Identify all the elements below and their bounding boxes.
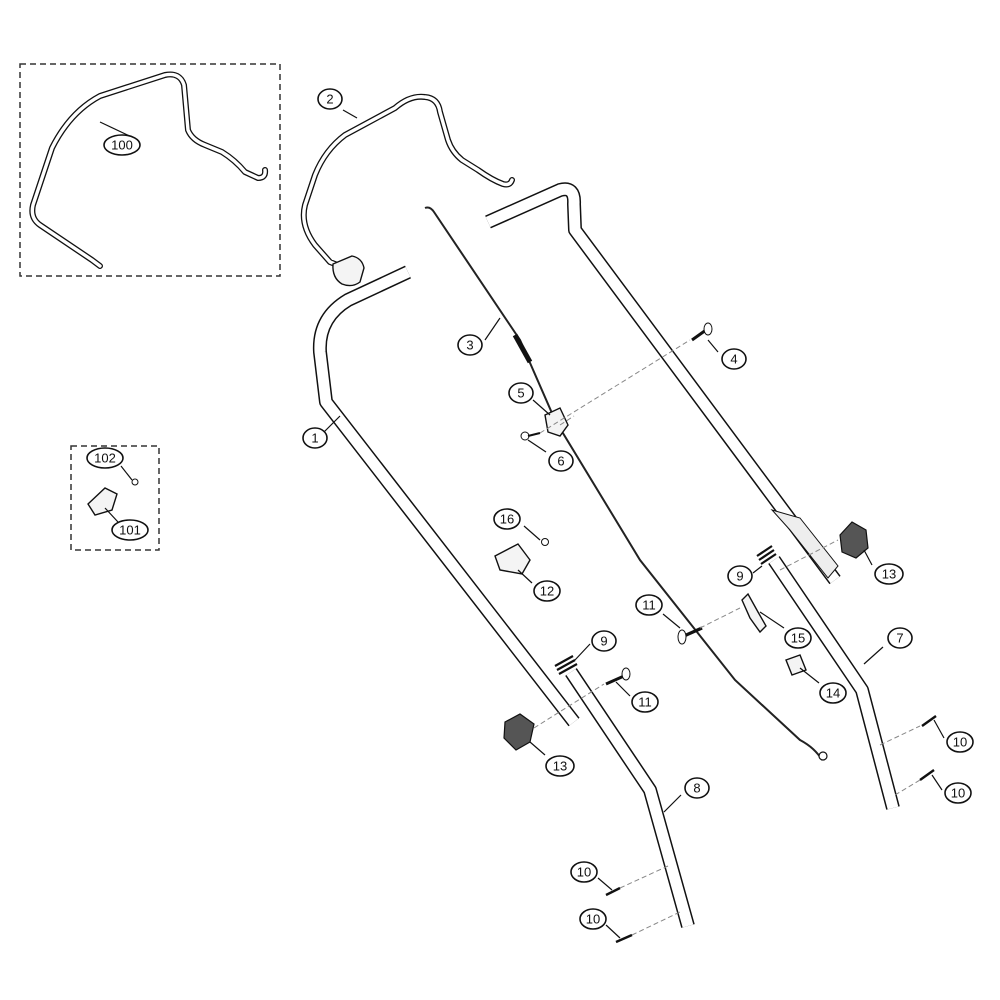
part-5-cable-clip (544, 407, 569, 437)
part-11-bolt-upper (677, 626, 703, 645)
dash-line-8 (619, 865, 669, 889)
callout-101: 101 (111, 519, 149, 541)
callout-12: 12 (533, 580, 561, 602)
callout-10-b: 10 (944, 782, 972, 804)
svg-text:11: 11 (642, 598, 656, 613)
part-102-screw (131, 478, 139, 486)
dash-line-4 (533, 683, 605, 729)
svg-text:2: 2 (326, 92, 333, 107)
callout-2: 2 (317, 88, 343, 110)
svg-text:8: 8 (693, 781, 700, 796)
part-9-spring-right (756, 545, 777, 565)
inset-box-wire-bail (19, 63, 281, 277)
callout-13-right: 13 (874, 563, 904, 585)
svg-text:9: 9 (600, 634, 607, 649)
svg-text:5: 5 (517, 386, 524, 401)
svg-text:15: 15 (791, 631, 805, 646)
callout-1: 1 (302, 427, 328, 449)
callout-9-left: 9 (591, 630, 617, 652)
dash-line-6 (879, 725, 921, 746)
part-7-lower-handle-right (768, 556, 900, 810)
part-15-lever (741, 592, 767, 634)
dash-line-7 (894, 779, 921, 796)
svg-text:13: 13 (882, 567, 896, 582)
part-10-screw-3 (605, 886, 621, 897)
svg-text:13: 13 (553, 759, 567, 774)
part-10-screw-4 (615, 933, 633, 944)
part-2-control-bail (300, 93, 515, 287)
svg-text:10: 10 (951, 786, 965, 801)
dash-line-5 (779, 539, 839, 571)
svg-text:1: 1 (311, 431, 318, 446)
callout-5: 5 (508, 382, 534, 404)
part-13-knob-left (503, 713, 535, 751)
part-8-lower-handle-left (565, 668, 695, 928)
svg-text:10: 10 (577, 865, 591, 880)
callout-7: 7 (887, 627, 913, 649)
dash-line-3 (699, 607, 741, 629)
callout-4: 4 (721, 348, 747, 370)
svg-text:3: 3 (466, 338, 473, 353)
inset-box-knob (70, 445, 160, 551)
svg-text:11: 11 (638, 695, 652, 710)
dash-line-1 (539, 339, 691, 434)
callout-10-a: 10 (946, 731, 974, 753)
svg-text:102: 102 (94, 451, 116, 466)
leader-lines (99, 109, 945, 939)
part-10-screw-2 (919, 769, 935, 781)
callout-16: 16 (493, 508, 521, 530)
callout-15: 15 (784, 627, 812, 649)
callout-11-upper: 11 (635, 594, 663, 616)
part-13-knob-right (839, 521, 869, 559)
svg-text:12: 12 (540, 584, 554, 599)
svg-text:4: 4 (730, 352, 737, 367)
svg-text:10: 10 (586, 912, 600, 927)
part-9-spring-left (554, 655, 578, 675)
dash-line-9 (631, 911, 681, 936)
part-14-sleeve (785, 654, 807, 676)
part-4-bolt (691, 322, 713, 342)
callout-11-lower: 11 (631, 691, 659, 713)
part-6-screw (520, 431, 541, 441)
svg-text:14: 14 (826, 686, 840, 701)
callout-9-right: 9 (727, 565, 753, 587)
callout-10-d: 10 (579, 908, 607, 930)
callout-10-c: 10 (570, 861, 598, 883)
part-101-knob-inset (87, 487, 118, 516)
bail-grip (332, 255, 365, 287)
svg-text:10: 10 (953, 735, 967, 750)
part-10-screw-1 (921, 715, 937, 727)
svg-text:16: 16 (500, 512, 514, 527)
svg-text:6: 6 (557, 454, 564, 469)
part-100-wire-bail (29, 71, 269, 269)
svg-text:7: 7 (896, 631, 903, 646)
callout-102: 102 (86, 447, 124, 469)
callout-14: 14 (819, 682, 847, 704)
part-12-cable-guide (494, 543, 531, 575)
callout-8: 8 (684, 777, 710, 799)
svg-text:101: 101 (119, 523, 141, 538)
svg-text:100: 100 (111, 138, 133, 153)
svg-text:9: 9 (736, 569, 743, 584)
part-11-bolt-lower (605, 667, 631, 686)
callout-3: 3 (457, 334, 483, 356)
part-16-screw (541, 538, 549, 546)
part-1-upper-handle (312, 182, 841, 727)
callout-6: 6 (548, 450, 574, 472)
part-3-control-cable (424, 206, 828, 761)
callout-13-left: 13 (545, 755, 575, 777)
dash-line-2 (559, 415, 575, 426)
callout-100: 100 (103, 134, 141, 156)
